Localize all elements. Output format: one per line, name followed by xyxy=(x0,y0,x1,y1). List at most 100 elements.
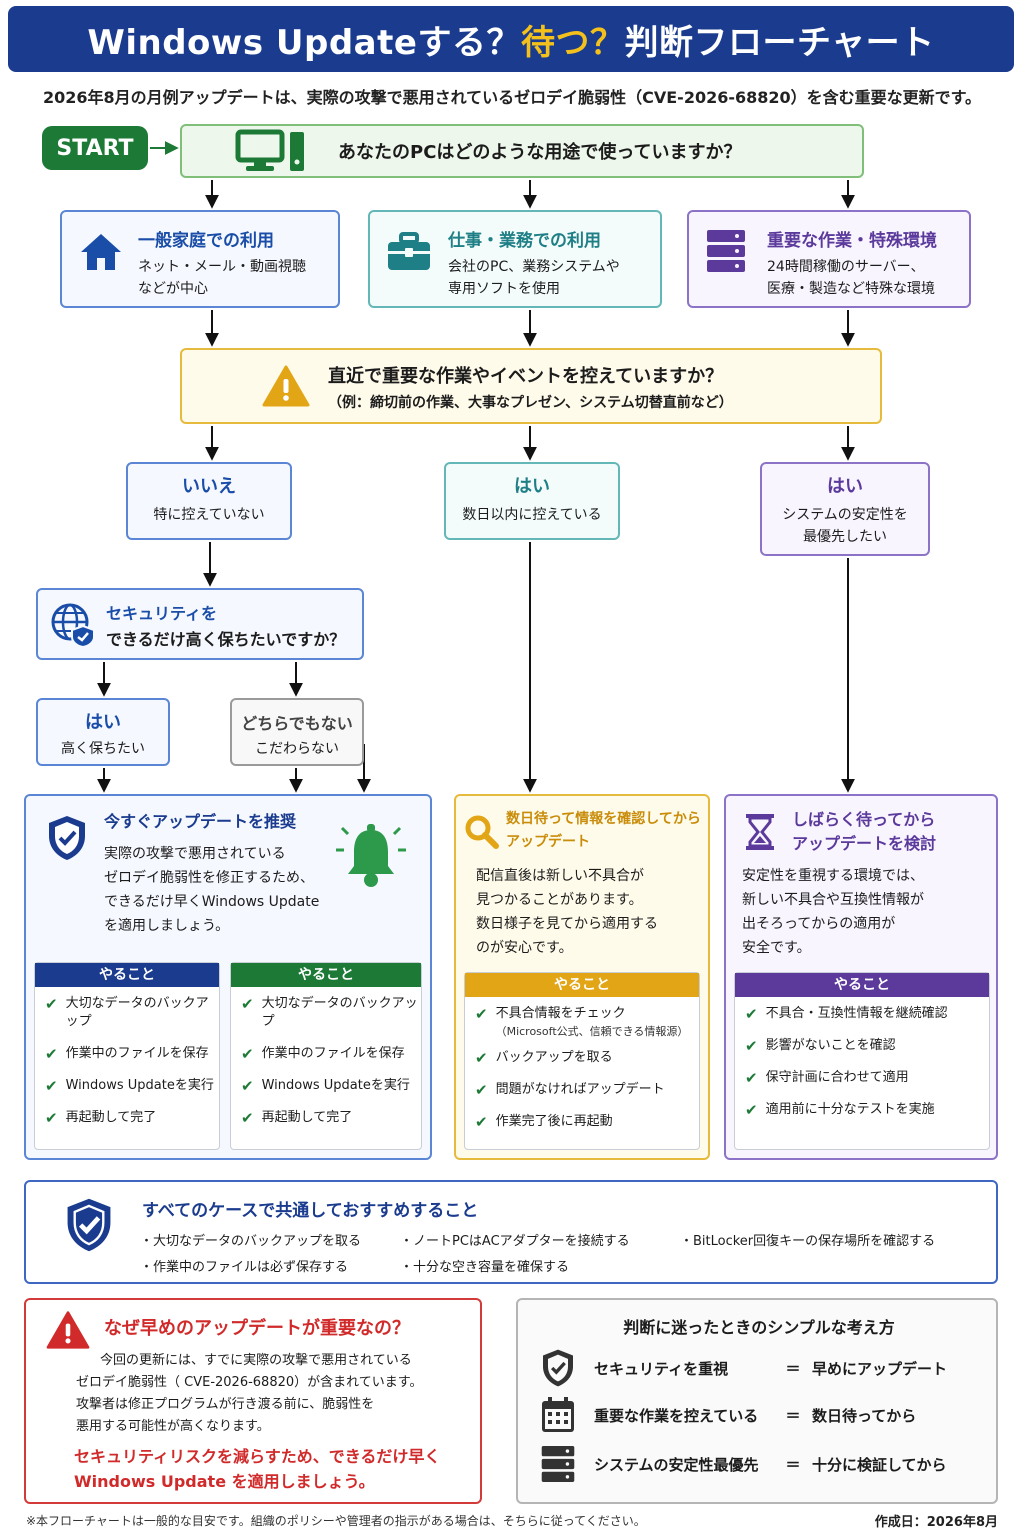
answer-stability-card: はい システムの安定性を最優先したい xyxy=(760,462,930,556)
warning-icon xyxy=(262,365,310,407)
answer-yes-soon-title: はい xyxy=(514,476,550,497)
usage-special-title: 重要な作業・特殊環境 xyxy=(767,231,937,251)
check-icon: ✔ xyxy=(745,1069,758,1087)
start-badge: START xyxy=(42,126,148,170)
question-security-line2: できるだけ高く保ちたいですか？ xyxy=(106,630,346,649)
common-item: ・十分な空き容量を確保する xyxy=(400,1260,570,1275)
simple-row: 重要な作業を控えている＝数日待ってから xyxy=(540,1396,990,1434)
result-wait-title: 数日待って情報を確認してからアップデート xyxy=(506,811,701,850)
todo-item: ✔問題がなければアップデート xyxy=(475,1081,665,1099)
usage-home-desc: ネット・メール・動画視聴などが中心 xyxy=(138,259,306,297)
security-neither-desc: こだわらない xyxy=(255,741,339,757)
result-update-now: 今すぐアップデートを推奨 実際の攻撃で悪用されているゼロデイ脆弱性を修正するため… xyxy=(24,794,432,1160)
todo-item: ✔不具合情報をチェック（Microsoft公式、信頼できる情報源） xyxy=(475,1005,689,1038)
why-update-early: なぜ早めのアップデートが重要なの？ 今回の更新には、すでに実際の攻撃で悪用されて… xyxy=(24,1298,482,1504)
check-icon: ✔ xyxy=(241,1109,254,1127)
result-wait-body: 配信直後は新しい不具合が見つかることがあります。数日様子を見てから適用するのが安… xyxy=(476,868,658,956)
common-title: すべてのケースで共通しておすすめすること xyxy=(142,1201,479,1221)
simple-row: セキュリティを重視＝早めにアップデート xyxy=(540,1348,990,1388)
todo-item: ✔保守計画に合わせて適用 xyxy=(745,1069,909,1087)
check-icon: ✔ xyxy=(745,1037,758,1055)
usage-work-card: 仕事・業務での利用 会社のPC、業務システムや専用ソフトを使用 xyxy=(368,210,662,308)
todo-list-now-green: やること ✔大切なデータのバックアップ ✔作業中のファイルを保存 ✔Window… xyxy=(230,962,422,1150)
calendar-icon xyxy=(542,1397,574,1432)
title-main: Windows Updateする？ xyxy=(87,22,521,63)
todo-now-green-head: やること xyxy=(231,963,421,987)
todo-wait-head: やること xyxy=(465,973,699,997)
footer-date: 作成日：2026年8月 xyxy=(874,1515,998,1530)
todo-item: ✔作業中のファイルを保存 xyxy=(241,1045,405,1063)
security-neither-title: どちらでもない xyxy=(241,714,353,733)
usage-special-card: 重要な作業・特殊環境 24時間稼働のサーバー、医療・製造など特殊な環境 xyxy=(687,210,971,308)
answer-stability-desc: システムの安定性を最優先したい xyxy=(782,507,908,545)
check-icon: ✔ xyxy=(45,1109,58,1127)
security-yes-title: はい xyxy=(85,712,121,733)
todo-item: ✔大切なデータのバックアップ xyxy=(45,995,209,1029)
usage-special-desc: 24時間稼働のサーバー、医療・製造など特殊な環境 xyxy=(767,259,935,297)
globe-shield-icon xyxy=(51,603,95,648)
usage-work-title: 仕事・業務での利用 xyxy=(448,231,601,251)
todo-item: ✔Windows Updateを実行 xyxy=(45,1077,214,1095)
usage-home-title: 一般家庭での利用 xyxy=(138,231,274,251)
result-now-body: 実際の攻撃で悪用されているゼロデイ脆弱性を修正するため、できるだけ早くWindo… xyxy=(104,846,320,934)
todo-later-head: やること xyxy=(735,973,989,997)
hourglass-icon xyxy=(746,814,774,850)
check-icon: ✔ xyxy=(45,1045,58,1063)
common-recommendations: すべてのケースで共通しておすすめすること ・大切なデータのバックアップを取る ・… xyxy=(24,1180,998,1284)
magnifier-icon xyxy=(465,815,499,849)
check-icon: ✔ xyxy=(45,1077,58,1095)
check-icon: ✔ xyxy=(745,1101,758,1119)
shield-check-icon xyxy=(67,1198,111,1252)
briefcase-icon xyxy=(388,232,430,270)
usage-home-card: 一般家庭での利用 ネット・メール・動画視聴などが中心 xyxy=(60,210,340,308)
todo-now-blue-head: やること xyxy=(35,963,219,987)
security-neither-card: どちらでもない こだわらない xyxy=(230,698,364,766)
check-icon: ✔ xyxy=(475,1005,488,1023)
todo-list-wait: やること ✔不具合情報をチェック（Microsoft公式、信頼できる情報源） ✔… xyxy=(464,972,700,1150)
page-title: Windows Updateする？待つ？判断フローチャート xyxy=(8,6,1014,72)
simple-title: 判断に迷ったときのシンプルな考え方 xyxy=(623,1318,895,1337)
title-accent: 待つ？ xyxy=(520,22,625,63)
check-icon: ✔ xyxy=(241,1045,254,1063)
title-tail: 判断フローチャート xyxy=(624,22,935,63)
question-usage-text: あなたのPCはどのような用途で使っていますか？ xyxy=(338,142,742,163)
check-icon: ✔ xyxy=(241,995,254,1013)
why-title: なぜ早めのアップデートが重要なの？ xyxy=(104,1318,410,1339)
todo-item: ✔適用前に十分なテストを実施 xyxy=(745,1101,935,1119)
check-icon: ✔ xyxy=(475,1049,488,1067)
question-usage: あなたのPCはどのような用途で使っていますか？ xyxy=(180,124,864,178)
todo-item: ✔再起動して完了 xyxy=(241,1109,353,1127)
question-events-example: （例：締切前の作業、大事なプレゼン、システム切替直前など） xyxy=(328,395,733,411)
why-body: 今回の更新には、すでに実際の攻撃で悪用されているゼロデイ脆弱性（ CVE-202… xyxy=(76,1353,423,1434)
todo-item: ✔大切なデータのバックアップ xyxy=(241,995,418,1029)
common-item: ・ノートPCはACアダプターを接続する xyxy=(400,1234,630,1249)
todo-item: ✔不具合・互換性情報を継続確認 xyxy=(745,1005,948,1023)
answer-no-card: いいえ 特に控えていない xyxy=(126,462,292,540)
common-item: ・作業中のファイルは必ず保存する xyxy=(140,1260,349,1275)
todo-item: ✔バックアップを取る xyxy=(475,1049,613,1067)
result-later-body: 安定性を重視する環境では、新しい不具合や互換性情報が出そろってからの適用が安全で… xyxy=(742,868,924,956)
answer-no-desc: 特に控えていない xyxy=(153,507,265,523)
security-yes-card: はい 高く保ちたい xyxy=(36,698,170,766)
subtitle: 2026年8月の月例アップデートは、実際の攻撃で悪用されているゼロデイ脆弱性（C… xyxy=(42,88,982,107)
answer-no-title: いいえ xyxy=(182,476,236,497)
todo-item: ✔Windows Updateを実行 xyxy=(241,1077,410,1095)
check-icon: ✔ xyxy=(475,1113,488,1131)
footer-note: ※本フローチャートは一般的な目安です。組織のポリシーや管理者の指示がある場合は、… xyxy=(26,1514,646,1528)
answer-yes-soon-desc: 数日以内に控えている xyxy=(462,507,602,523)
server-icon xyxy=(707,230,745,272)
question-events-text: 直近で重要な作業やイベントを控えていますか？ xyxy=(328,366,724,387)
result-later-title: しばらく待ってからアップデートを検討 xyxy=(792,810,937,853)
shield-check-icon xyxy=(543,1349,573,1387)
result-wait-days: 数日待って情報を確認してからアップデート 配信直後は新しい不具合が見つかることが… xyxy=(454,794,710,1160)
check-icon: ✔ xyxy=(45,995,58,1013)
common-item: ・大切なデータのバックアップを取る xyxy=(140,1234,362,1249)
todo-item: ✔作業中のファイルを保存 xyxy=(45,1045,209,1063)
question-security: セキュリティを できるだけ高く保ちたいですか？ xyxy=(36,588,364,660)
todo-item: ✔作業完了後に再起動 xyxy=(475,1113,613,1131)
check-icon: ✔ xyxy=(241,1077,254,1095)
pc-monitor-icon xyxy=(235,129,304,171)
todo-list-later: やること ✔不具合・互換性情報を継続確認 ✔影響がないことを確認 ✔保守計画に合… xyxy=(734,972,990,1150)
common-item: ・BitLocker回復キーの保存場所を確認する xyxy=(680,1234,936,1249)
usage-work-desc: 会社のPC、業務システムや専用ソフトを使用 xyxy=(448,259,620,297)
